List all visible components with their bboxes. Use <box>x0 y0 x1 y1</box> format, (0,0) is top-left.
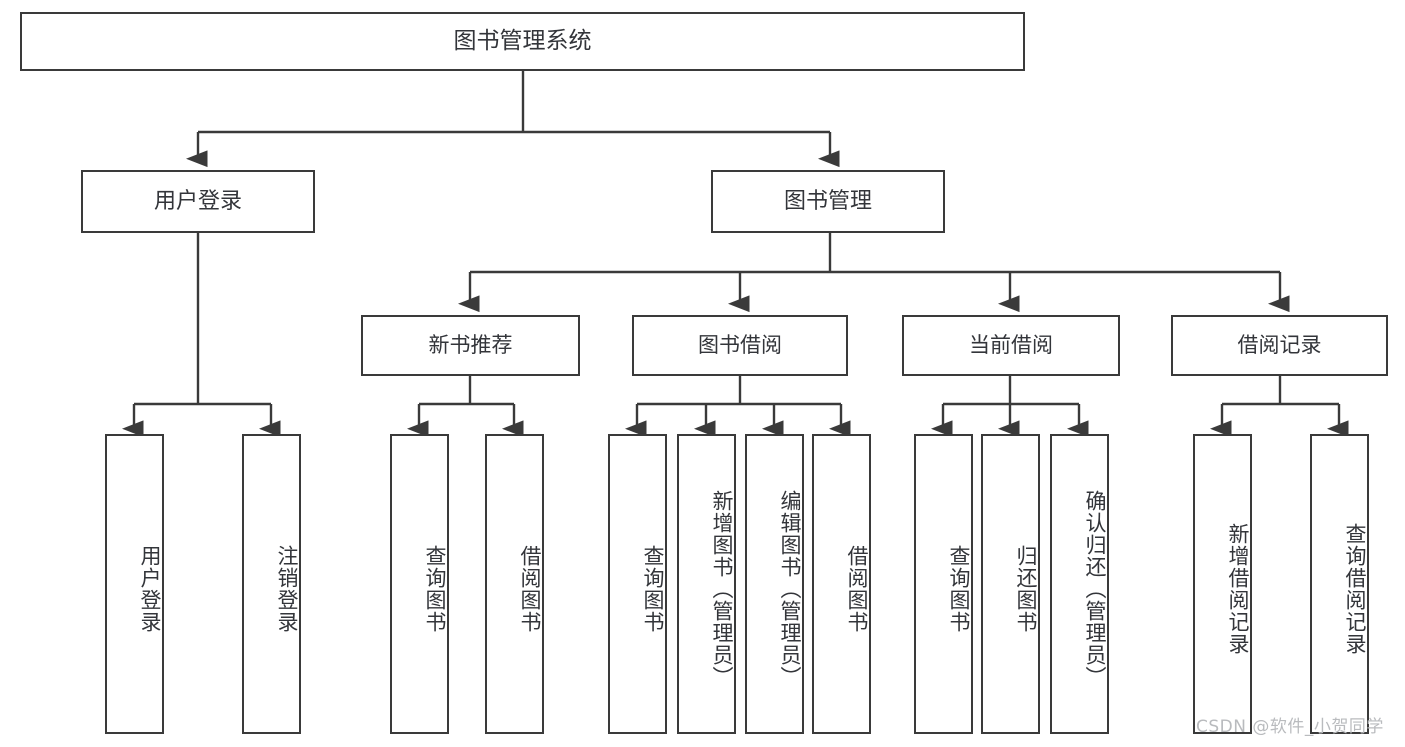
node-book-management-label: 图书管理 <box>783 188 872 214</box>
leaf-current-query-book[interactable]: 查询图书 <box>914 434 973 734</box>
leaf-recommend-query-book[interactable]: 查询图书 <box>390 434 449 734</box>
leaf-current-return-book[interactable]: 归还图书 <box>981 434 1040 734</box>
node-book-borrow-label: 图书借阅 <box>698 333 782 358</box>
leaf-label: 确认归还（管理员） <box>1083 490 1107 688</box>
leaf-borrow-add-book[interactable]: 新增图书（管理员） <box>677 434 736 734</box>
leaf-user-login-signin[interactable]: 用户登录 <box>105 434 164 734</box>
leaf-borrow-borrow-book[interactable]: 借阅图书 <box>812 434 871 734</box>
leaf-label: 查询图书 <box>423 545 447 633</box>
node-current-borrow[interactable]: 当前借阅 <box>902 315 1120 376</box>
watermark: CSDN @软件_小贺同学 <box>1196 717 1384 737</box>
leaf-label: 借阅图书 <box>518 545 542 633</box>
node-new-book-recommend[interactable]: 新书推荐 <box>361 315 580 376</box>
node-borrow-record[interactable]: 借阅记录 <box>1171 315 1388 376</box>
leaf-label: 注销登录 <box>275 545 299 633</box>
leaf-label: 查询图书 <box>641 545 665 633</box>
node-borrow-record-label: 借阅记录 <box>1237 333 1322 358</box>
leaf-record-query-record[interactable]: 查询借阅记录 <box>1310 434 1369 734</box>
node-root[interactable]: 图书管理系统 <box>20 12 1025 71</box>
leaf-label: 查询借阅记录 <box>1343 523 1367 655</box>
node-user-login-label: 用户登录 <box>153 188 242 214</box>
leaf-record-add-record[interactable]: 新增借阅记录 <box>1193 434 1252 734</box>
leaf-label: 用户登录 <box>138 545 162 633</box>
node-root-label: 图书管理系统 <box>453 27 592 54</box>
leaf-borrow-edit-book[interactable]: 编辑图书（管理员） <box>745 434 804 734</box>
node-user-login[interactable]: 用户登录 <box>81 170 315 233</box>
leaf-label: 编辑图书（管理员） <box>778 490 802 688</box>
node-book-management[interactable]: 图书管理 <box>711 170 945 233</box>
leaf-label: 查询图书 <box>947 545 971 633</box>
leaf-label: 归还图书 <box>1014 545 1038 633</box>
node-new-book-recommend-label: 新书推荐 <box>428 333 513 358</box>
node-book-borrow[interactable]: 图书借阅 <box>632 315 848 376</box>
leaf-label: 借阅图书 <box>845 545 869 633</box>
node-current-borrow-label: 当前借阅 <box>969 333 1053 358</box>
leaf-label: 新增图书（管理员） <box>710 490 734 688</box>
leaf-label: 新增借阅记录 <box>1226 523 1250 655</box>
leaf-user-login-signout[interactable]: 注销登录 <box>242 434 301 734</box>
leaf-recommend-borrow-book[interactable]: 借阅图书 <box>485 434 544 734</box>
leaf-current-confirm-return[interactable]: 确认归还（管理员） <box>1050 434 1109 734</box>
leaf-borrow-query-book[interactable]: 查询图书 <box>608 434 667 734</box>
